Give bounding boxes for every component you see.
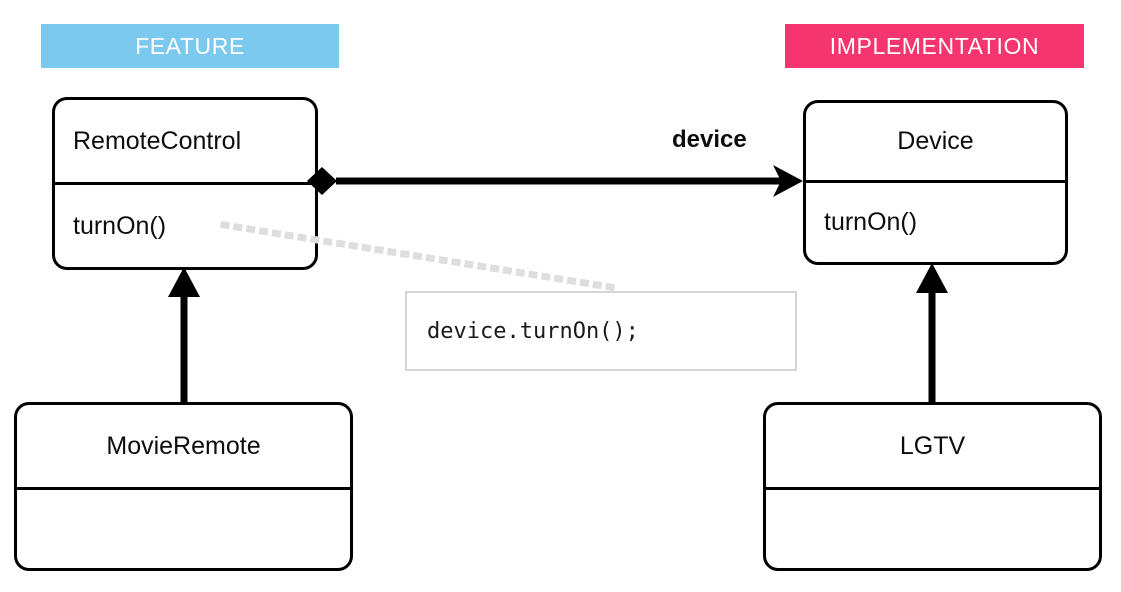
inheritance-movieremote — [168, 267, 200, 402]
class-name-movieremote: MovieRemote — [106, 431, 261, 460]
banner-implementation: IMPLEMENTATION — [785, 24, 1084, 68]
class-name-lgtv: LGTV — [899, 431, 966, 460]
banner-feature: FEATURE — [41, 24, 339, 68]
class-members-device: turnOn() — [824, 208, 918, 236]
class-members-lgtv — [766, 490, 1099, 568]
banner-implementation-label: IMPLEMENTATION — [829, 32, 1040, 59]
class-box-lgtv[interactable]: LGTV — [763, 402, 1102, 571]
class-members-remotecontrol: turnOn() — [73, 211, 167, 240]
class-box-movieremote[interactable]: MovieRemote — [14, 402, 353, 571]
class-members-movieremote — [17, 490, 350, 568]
filled-triangle-icon — [168, 267, 200, 297]
inheritance-lgtv — [916, 263, 948, 402]
class-name-device: Device — [897, 127, 974, 155]
code-note: device.turnOn(); — [405, 291, 797, 371]
class-box-remotecontrol[interactable]: RemoteControl turnOn() — [52, 97, 318, 270]
association-label-device: device — [672, 126, 747, 153]
class-name-remotecontrol: RemoteControl — [73, 126, 242, 155]
open-arrow-icon — [773, 165, 803, 197]
compartment-divider — [766, 487, 1099, 490]
compartment-divider — [55, 182, 315, 185]
compartment-divider — [17, 487, 350, 490]
filled-triangle-icon — [916, 263, 948, 293]
association-device — [307, 165, 803, 197]
class-box-device[interactable]: Device turnOn() — [803, 100, 1068, 265]
code-note-text: device.turnOn(); — [427, 318, 639, 344]
banner-feature-label: FEATURE — [135, 32, 245, 59]
compartment-divider — [806, 180, 1065, 183]
